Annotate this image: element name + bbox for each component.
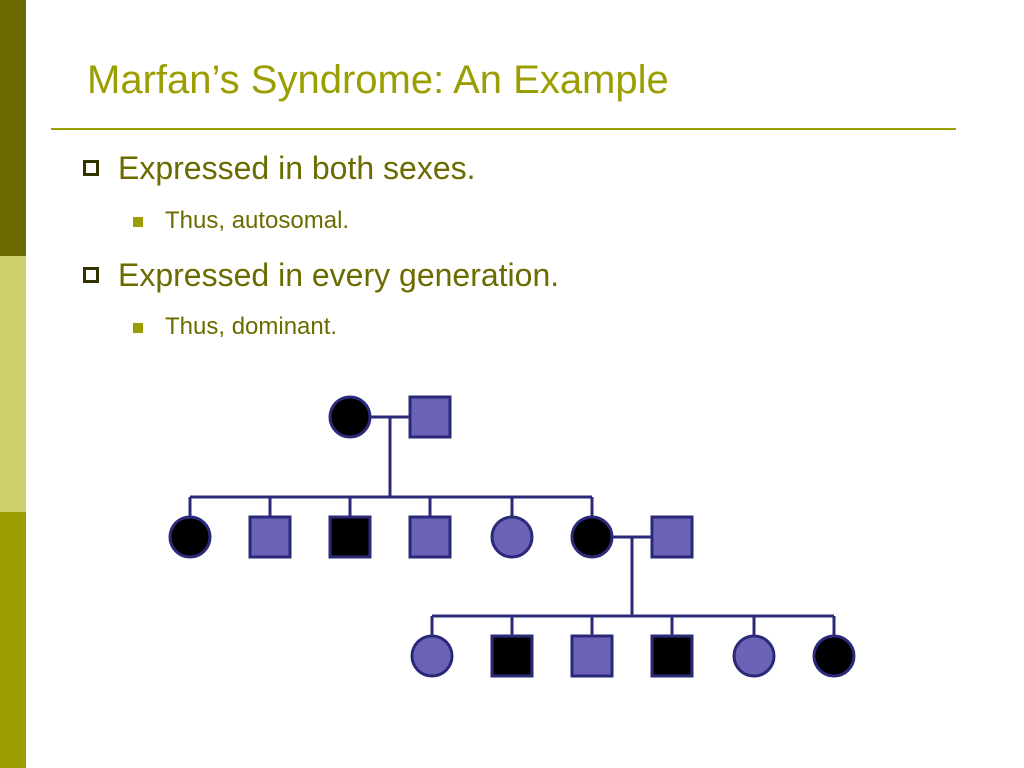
side-bar-segment-light [0,256,26,512]
pedigree-affected-female-gen-II-6 [570,515,614,559]
filled-square-bullet-icon [133,217,143,227]
pedigree-affected-male-gen-III-4 [650,634,694,678]
bullet-text: Expressed in every generation. [118,257,560,293]
pedigree-unaffected-male-gen-III-3 [570,634,614,678]
bullet-text: Expressed in both sexes. [118,150,476,186]
hollow-square-bullet-icon [83,267,99,283]
pedigree-unaffected-male-gen-II-2 [248,515,292,559]
pedigree-affected-male-gen-III-2 [490,634,534,678]
slide-title: Marfan’s Syndrome: An Example [87,58,669,102]
side-bar-segment-dark [0,0,26,256]
pedigree-affected-female-gen-III-6 [812,634,856,678]
sub-bullet-text: Thus, autosomal. [165,207,350,234]
hollow-square-bullet-icon [83,160,99,176]
filled-square-bullet-icon [133,323,143,333]
side-color-bar [0,0,26,768]
pedigree-affected-female-gen-I-1 [328,395,372,439]
pedigree-unaffected-female-gen-II-5 [490,515,534,559]
pedigree-unaffected-male-gen-I-2 [408,395,452,439]
pedigree-unaffected-female-gen-III-1 [410,634,454,678]
pedigree-unaffected-male-gen-II-4 [408,515,452,559]
title-divider [51,128,956,130]
pedigree-unaffected-female-gen-III-5 [732,634,776,678]
pedigree-affected-male-gen-II-3 [328,515,372,559]
sub-bullet-text: Thus, dominant. [165,313,338,340]
pedigree-affected-female-gen-II-1 [168,515,212,559]
side-bar-segment-mid [0,512,26,768]
pedigree-unaffected-male-gen-II-7 [650,515,694,559]
